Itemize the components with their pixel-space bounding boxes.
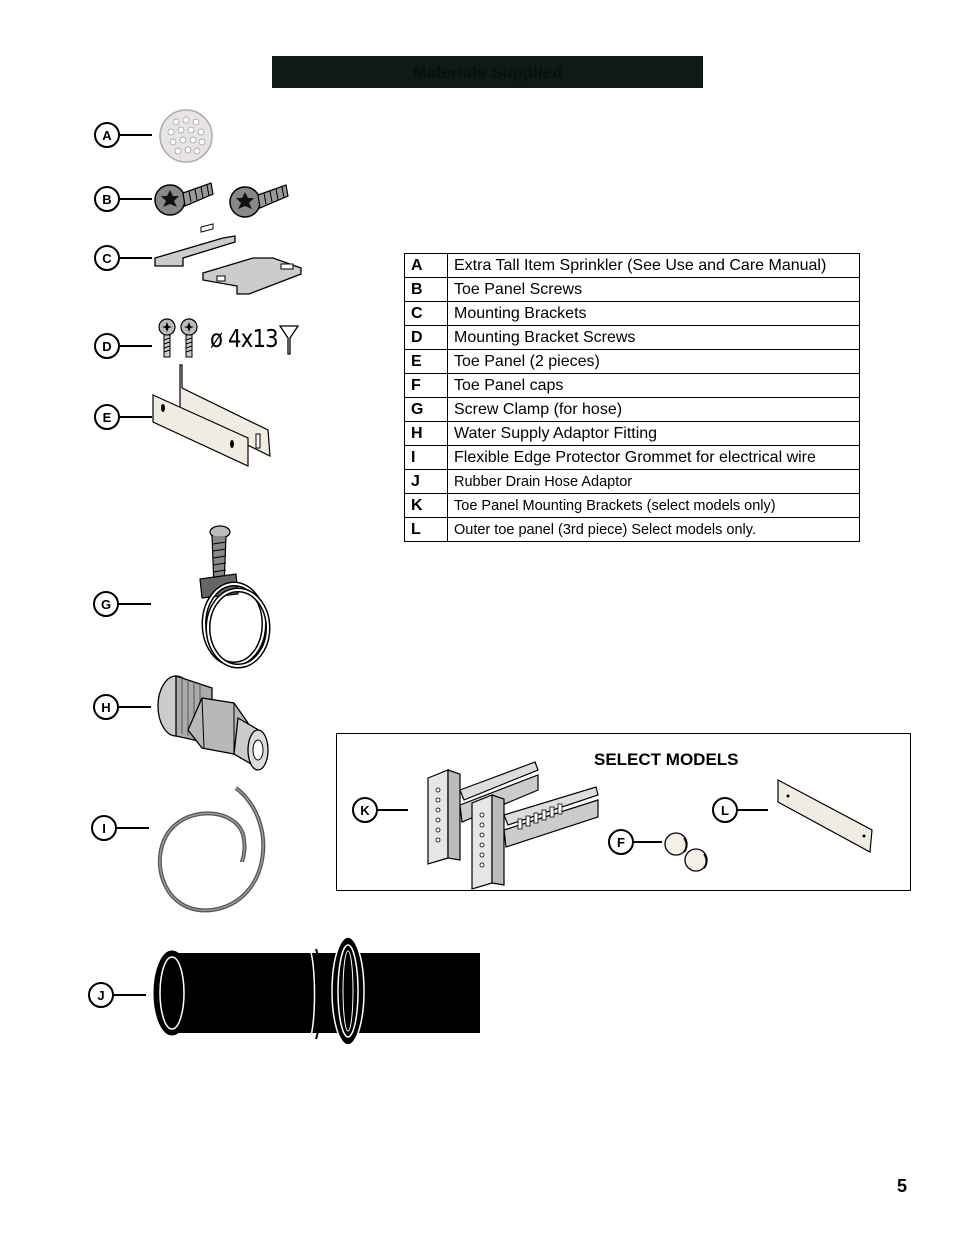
part-key: H [404,421,448,446]
part-key: D [404,325,448,350]
part-key: E [404,349,448,374]
callout-d: D [94,333,120,359]
leader-line [114,994,146,996]
leader-line [117,827,149,829]
outer-toe-panel-illustration [777,779,873,853]
leader-line [120,257,152,259]
sprinkler-illustration [159,109,213,163]
callout-f: F [608,829,634,855]
page-number: 5 [897,1176,908,1196]
callout-e: E [94,404,120,430]
leader-line [120,416,152,418]
part-description: Outer toe panel (3rd piece) Select model… [447,517,860,542]
leader-line [634,841,662,843]
leader-line [120,198,152,200]
toe-panel-caps-illustration [664,832,708,872]
select-models-title: SELECT MODELS [594,750,739,769]
leader-line [120,345,152,347]
part-key: C [404,301,448,326]
screw-clamp-illustration [199,525,271,669]
toe-panel-screws-illustration [154,182,289,218]
part-description: Screw Clamp (for hose) [447,397,860,422]
part-key: I [404,445,448,470]
toe-panel-mounting-brackets-illustration [427,761,599,890]
callout-g: G [93,591,119,617]
callout-j: J [88,982,114,1008]
part-description: Flexible Edge Protector Grommet for elec… [447,445,860,470]
leader-line [120,134,152,136]
page-header: Materials Supplied [272,56,703,88]
leader-line [378,809,408,811]
part-description: Mounting Brackets [447,301,860,326]
part-key: J [404,469,448,494]
countersunk-screw-icon [278,325,300,355]
grommet-illustration [157,786,266,913]
part-key: L [404,517,448,542]
part-key: F [404,373,448,398]
part-description: Extra Tall Item Sprinkler (See Use and C… [447,253,860,278]
part-description: Water Supply Adaptor Fitting [447,421,860,446]
leader-line [119,706,151,708]
callout-l: L [712,797,738,823]
mounting-brackets-illustration [154,223,302,295]
leader-line [738,809,768,811]
callout-c: C [94,245,120,271]
screw-spec-label: ø 4x13 [210,324,279,353]
callout-k: K [352,797,378,823]
toe-panel-illustration [152,364,271,467]
bracket-screws-illustration [158,318,198,358]
callout-a: A [94,122,120,148]
water-adaptor-fitting-illustration [157,675,269,771]
callout-b: B [94,186,120,212]
part-description: Mounting Bracket Screws [447,325,860,350]
part-description: Toe Panel caps [447,373,860,398]
part-key: G [404,397,448,422]
part-key: K [404,493,448,518]
part-description: Toe Panel (2 pieces) [447,349,860,374]
drain-hose-adaptor-illustration [153,936,480,1046]
part-key: B [404,277,448,302]
leader-line [119,603,151,605]
part-description: Toe Panel Screws [447,277,860,302]
part-key: A [404,253,448,278]
part-description: Rubber Drain Hose Adaptor [447,469,860,494]
select-models-box [336,733,911,891]
callout-i: I [91,815,117,841]
part-description: Toe Panel Mounting Brackets (select mode… [447,493,860,518]
callout-h: H [93,694,119,720]
